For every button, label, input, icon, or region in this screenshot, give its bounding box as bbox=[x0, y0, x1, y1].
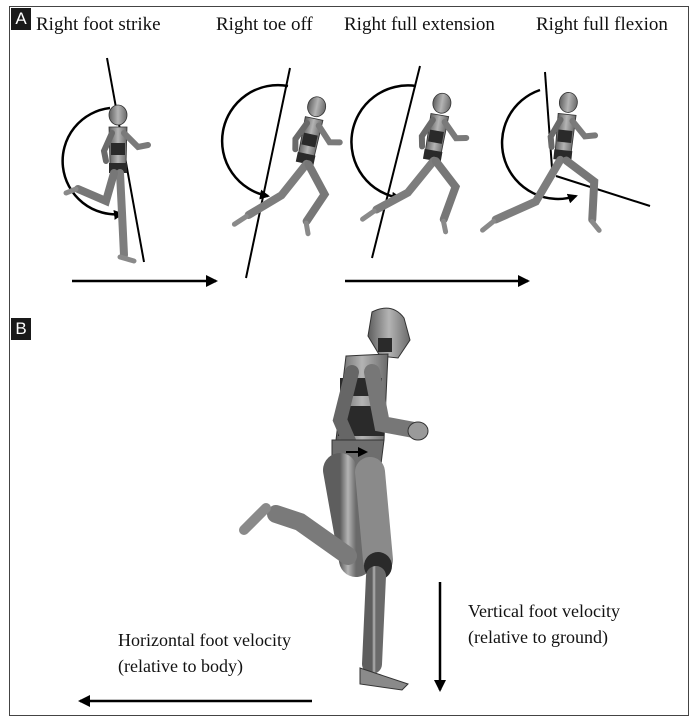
limb-reference-line bbox=[545, 72, 552, 168]
runner-figure-full-extension bbox=[351, 66, 473, 258]
runner-figure-large bbox=[244, 308, 428, 690]
thigh-reference-line bbox=[556, 176, 650, 206]
limb-reference-line bbox=[372, 66, 420, 258]
runner-figure-full-flexion bbox=[483, 72, 650, 242]
runner-figure-toe-off bbox=[222, 68, 348, 278]
limb-reference-line bbox=[246, 68, 290, 278]
runner-figure-foot-strike bbox=[63, 58, 148, 262]
rotation-arc-arrow bbox=[222, 85, 288, 196]
rotation-arc-arrow bbox=[351, 85, 416, 198]
